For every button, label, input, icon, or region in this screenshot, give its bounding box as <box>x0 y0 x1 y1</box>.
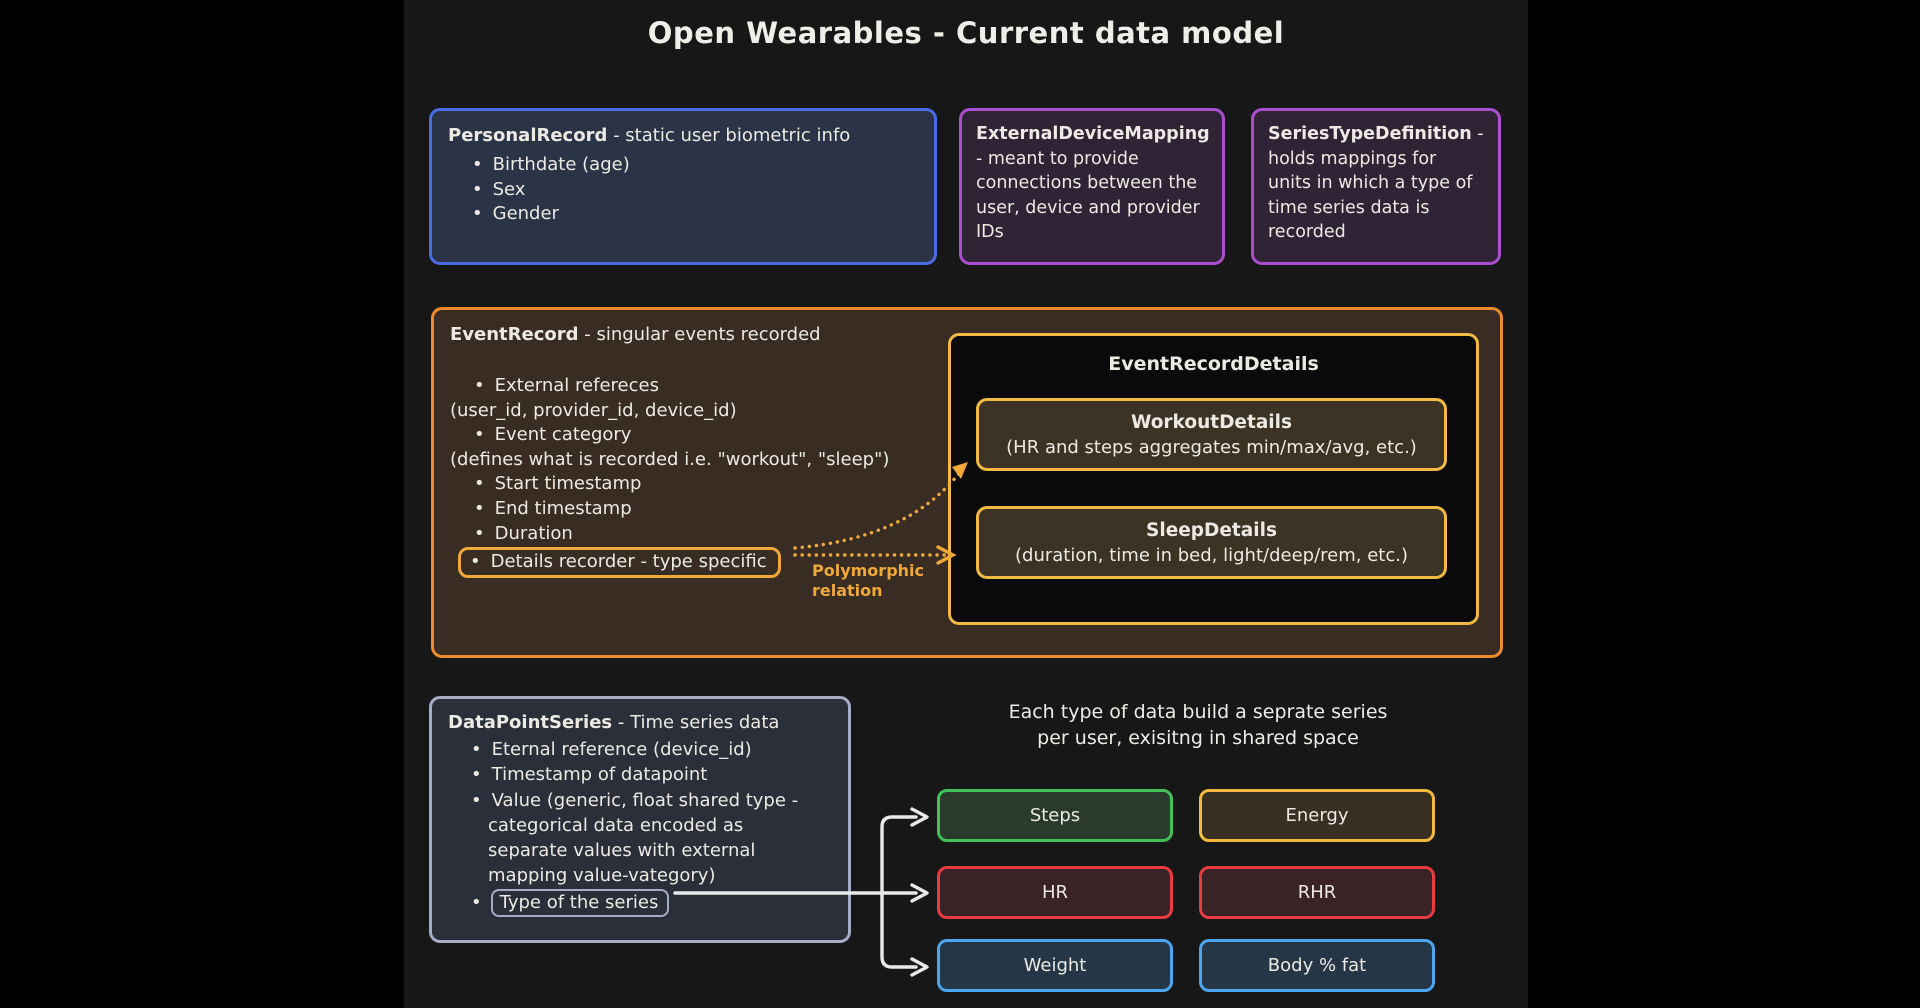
sleep-details-box: SleepDetails (duration, time in bed, lig… <box>976 506 1447 579</box>
caption-line: Each type of data build a seprate series <box>1008 701 1388 723</box>
event-record-name: EventRecord <box>450 324 579 345</box>
field-line: (user_id, provider_id, device_id) <box>450 399 1486 424</box>
arrowhead <box>910 883 929 903</box>
personal-record-desc: - static user biometric info <box>607 125 851 146</box>
label-line: relation <box>812 581 883 600</box>
event-record-details-box: EventRecordDetails <box>948 333 1479 625</box>
series-cell-steps: Steps <box>937 789 1173 842</box>
field-line: Eternal reference (device_id) <box>448 737 840 762</box>
cell-label: Weight <box>1023 955 1087 976</box>
data-point-series-name: DataPointSeries <box>448 712 613 733</box>
field-line: mapping value-vategory) <box>448 863 840 888</box>
field-line: Start timestamp <box>450 472 1486 497</box>
external-device-mapping-desc: - meant to provide connections between t… <box>976 148 1200 243</box>
field-line: Value (generic, float shared type - <box>448 788 840 813</box>
series-type-definition-desc: - holds mappings for units in which a ty… <box>1268 124 1484 242</box>
field-line-highlighted: Details recorder - type specific <box>450 547 1486 579</box>
workout-details-desc: (HR and steps aggregates min/max/avg, et… <box>1006 436 1417 458</box>
workout-details-box: WorkoutDetails (HR and steps aggregates … <box>976 398 1447 471</box>
field-line: separate values with external <box>448 838 840 863</box>
label-line: Polymorphic <box>812 561 924 580</box>
cell-label: Steps <box>1029 805 1081 826</box>
field-text: Details recorder - type specific <box>490 551 767 573</box>
cell-label: RHR <box>1297 882 1337 903</box>
diagram-canvas: Open Wearables - Current data model Pers… <box>404 0 1528 1008</box>
series-type-definition-name: SeriesTypeDefinition <box>1268 124 1472 144</box>
cell-label: Body % fat <box>1267 955 1367 976</box>
cell-label: Energy <box>1285 805 1349 826</box>
arrowhead <box>910 957 929 977</box>
series-cell-energy: Energy <box>1199 789 1435 842</box>
field-text: (defines what is recorded i.e. "workout"… <box>450 448 890 470</box>
arrow-line <box>880 815 918 895</box>
series-cell-hr: HR <box>937 866 1173 919</box>
personal-record-box: PersonalRecord - static user biometric i… <box>429 108 937 265</box>
field-text: External refereces <box>494 375 659 396</box>
list-item: Sex <box>472 178 934 203</box>
details-recorder-highlight: Details recorder - type specific <box>458 547 781 579</box>
field-line: Event category <box>450 423 1486 448</box>
series-cell-weight: Weight <box>937 939 1173 992</box>
field-line-highlighted: Type of the series <box>448 888 840 917</box>
field-text: (user_id, provider_id, device_id) <box>450 399 737 421</box>
series-type-definition-text: SeriesTypeDefinition - holds mappings fo… <box>1254 111 1498 245</box>
arrowhead <box>910 807 929 827</box>
type-of-series-highlight: Type of the series <box>490 888 670 917</box>
field-text: Start timestamp <box>494 473 642 495</box>
cell-label: HR <box>1041 882 1069 903</box>
field-text: Eternal reference (device_id) <box>491 739 752 760</box>
field-line: End timestamp <box>450 497 1486 522</box>
field-line: (defines what is recorded i.e. "workout"… <box>450 448 1486 473</box>
list-item: Birthdate (age) <box>472 153 934 178</box>
field-text: Timestamp of datapoint <box>491 764 708 786</box>
field-line: Timestamp of datapoint <box>448 762 840 787</box>
field-text: Type of the series <box>499 891 659 913</box>
external-device-mapping-box: ExternalDeviceMapping - meant to provide… <box>959 108 1225 265</box>
workout-details-name: WorkoutDetails <box>1130 411 1293 433</box>
series-type-definition-box: SeriesTypeDefinition - holds mappings fo… <box>1251 108 1501 265</box>
event-record-desc: - singular events recorded <box>578 324 821 345</box>
personal-record-name: PersonalRecord <box>448 125 608 146</box>
field-text: separate values with external <box>488 840 756 862</box>
field-text: Duration <box>494 522 573 544</box>
arrow-line <box>880 891 918 969</box>
field-text: mapping value-vategory) <box>488 865 716 887</box>
sleep-details-desc: (duration, time in bed, light/deep/rem, … <box>1015 544 1408 566</box>
series-cell-rhr: RHR <box>1199 866 1435 919</box>
external-device-mapping-name: ExternalDeviceMapping <box>976 124 1210 144</box>
sleep-details-name: SleepDetails <box>1146 519 1277 541</box>
polymorphic-relation-label: Polymorphic relation <box>812 561 924 601</box>
data-point-series-box: DataPointSeries - Time series data Etern… <box>429 696 851 943</box>
event-record-title: EventRecord - singular events recorded <box>434 310 1500 347</box>
field-text: End timestamp <box>494 497 632 519</box>
field-text: categorical data encoded as <box>488 814 744 836</box>
field-text: Value (generic, float shared type - <box>491 789 799 811</box>
field-line: Duration <box>450 522 1486 547</box>
field-line: External refereces <box>450 374 1486 399</box>
data-point-series-title: DataPointSeries - Time series data <box>448 710 779 735</box>
page-title: Open Wearables - Current data model <box>647 16 1285 50</box>
personal-record-bullets: Birthdate (age) Sex Gender <box>432 153 934 227</box>
data-point-series-desc: - Time series data <box>612 712 780 733</box>
personal-record-title: PersonalRecord - static user biometric i… <box>432 111 934 148</box>
external-device-mapping-text: ExternalDeviceMapping - meant to provide… <box>962 111 1222 245</box>
list-item: Gender <box>472 202 934 227</box>
series-cell-bodyfat: Body % fat <box>1199 939 1435 992</box>
event-record-details-title: EventRecordDetails <box>1108 353 1319 375</box>
field-line: categorical data encoded as <box>448 813 840 838</box>
series-caption: Each type of data build a seprate series… <box>948 699 1448 751</box>
caption-line: per user, exisitng in shared space <box>1037 727 1359 749</box>
data-point-series-fields: Eternal reference (device_id) Timestamp … <box>448 737 840 917</box>
field-text: Event category <box>494 424 632 446</box>
event-record-fields: External refereces (user_id, provider_id… <box>450 374 1486 579</box>
